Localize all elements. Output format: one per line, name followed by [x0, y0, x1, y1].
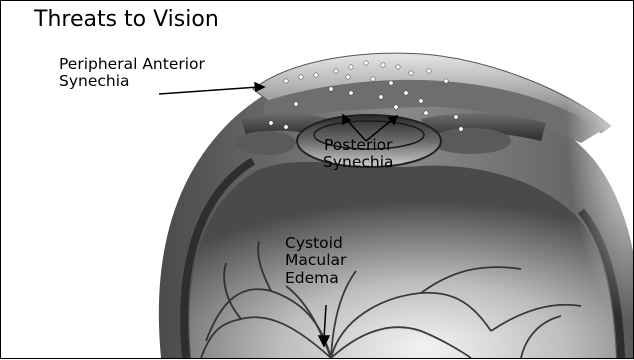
label-line: Peripheral Anterior [59, 56, 205, 73]
ciliary-body-left [236, 131, 296, 155]
slide-title: Threats to Vision [34, 8, 219, 33]
label-line: Posterior [323, 137, 394, 154]
label-line: Edema [285, 270, 346, 287]
label-line: Synechia [323, 154, 394, 171]
label-line: Synechia [59, 73, 205, 90]
label-line: Cystoid [285, 235, 346, 252]
label-cystoid-macular-edema: Cystoid Macular Edema [285, 235, 346, 287]
label-peripheral-anterior-synechia: Peripheral Anterior Synechia [59, 56, 205, 91]
label-posterior-synechia: Posterior Synechia [323, 137, 394, 172]
label-line: Macular [285, 252, 346, 269]
ciliary-body-right [431, 128, 511, 154]
